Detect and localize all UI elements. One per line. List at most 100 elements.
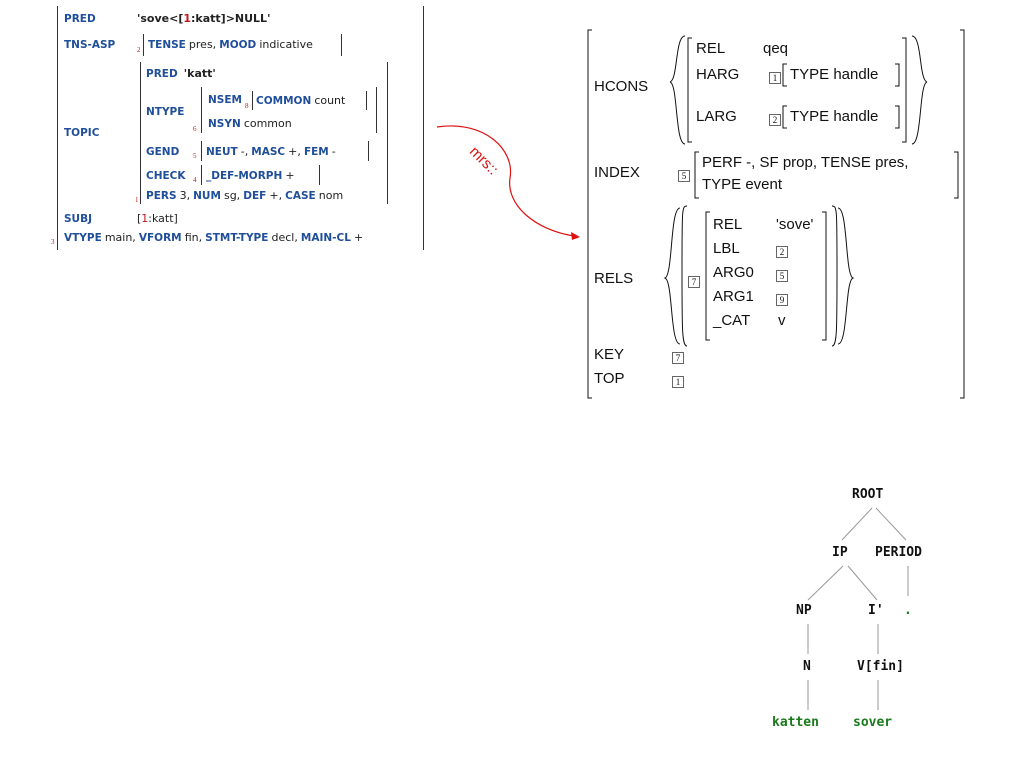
gend-left-bracket: [201, 141, 202, 161]
rels-box: 7: [688, 276, 700, 288]
rels-rel-attr: REL: [713, 216, 743, 233]
neut-val: -,: [240, 145, 249, 158]
tree-leaf-sover: sover: [853, 715, 893, 730]
subj-b: :katt]: [148, 212, 178, 225]
nsem-row: NSEM: [208, 94, 242, 106]
def-val: +,: [269, 189, 283, 202]
topic-attr-wrap: TOPIC: [64, 127, 99, 139]
common-right-bracket: [366, 91, 367, 110]
vform-val: fin,: [184, 231, 203, 244]
tree-leaf-katten: katten: [772, 715, 819, 730]
index-box-wrap: 5: [678, 166, 690, 183]
rels-box-wrap: 7: [688, 272, 700, 289]
cat-attr: _CAT: [713, 312, 751, 329]
harg-attr: HARG: [696, 66, 740, 83]
nsem-tag: 8: [245, 102, 249, 110]
stmt-attr: STMT-TYPE: [205, 232, 269, 244]
topic-right-bracket: [387, 62, 388, 204]
ntype-attr-wrap: NTYPE: [146, 106, 184, 118]
tense-val: pres,: [188, 38, 217, 51]
pred-row: PRED: [64, 13, 96, 25]
num-attr: NUM: [193, 190, 221, 202]
index-line1: PERF -, SF prop, TENSE pres,: [702, 154, 909, 171]
key-label: KEY: [594, 346, 625, 363]
check-value: _DEF-MORPH +: [206, 169, 295, 182]
tree-node-np: NP: [796, 603, 812, 618]
larg-type: TYPE handle: [790, 108, 879, 125]
pers-tag: 1: [135, 196, 139, 204]
pred-value-b: :katt]>NULL': [191, 12, 271, 25]
nsyn-row: NSYN common: [208, 117, 292, 130]
gend-attr: GEND: [146, 146, 180, 158]
check-tag: 4: [193, 176, 197, 184]
tnsasp-right-bracket: [341, 34, 342, 56]
common-left-bracket: [252, 91, 253, 110]
gend-attr-wrap: GEND: [146, 146, 179, 158]
stmt-val: decl,: [271, 231, 298, 244]
tense-attr: TENSE: [148, 39, 186, 51]
masc-val: +,: [288, 145, 301, 158]
cat-val: v: [778, 312, 786, 329]
key-box: 7: [672, 352, 684, 364]
ntype-attr: NTYPE: [146, 106, 185, 118]
lbl-box-wrap: 2: [776, 242, 788, 259]
ntype-right-bracket: [376, 87, 377, 133]
vtype-attr: VTYPE: [64, 232, 102, 244]
neut-attr: NEUT: [206, 146, 238, 158]
gend-tag: 5: [193, 152, 197, 160]
larg-attr: LARG: [696, 108, 737, 125]
subj-attr-wrap: SUBJ: [64, 213, 92, 225]
harg-box-wrap: 1: [769, 68, 781, 85]
hcons-rel-attr: REL: [696, 40, 726, 57]
check-left-bracket: [201, 165, 202, 185]
check-attr-wrap: CHECK: [146, 170, 186, 182]
harg-type: TYPE handle: [790, 66, 879, 83]
pred-value: 'sove<[1:katt]>NULL': [137, 12, 270, 25]
arg0-box-wrap: 5: [776, 266, 788, 283]
arg0-box: 5: [776, 270, 788, 282]
mrs-arrow-head: [571, 232, 580, 240]
arg1-box-wrap: 9: [776, 290, 788, 307]
pred-value-idx: 1: [183, 12, 192, 25]
tree-node-ip: IP: [832, 545, 848, 560]
pred-attr: PRED: [64, 13, 96, 25]
vform-attr: VFORM: [138, 232, 182, 244]
tree-node-n: N: [803, 659, 811, 674]
lbl-attr: LBL: [713, 240, 740, 257]
top-box-wrap: 1: [672, 372, 684, 389]
fem-attr: FEM: [303, 146, 329, 158]
mrs-arrow-curve: [436, 125, 575, 237]
arg1-box: 9: [776, 294, 788, 306]
pred-value-a: 'sove<[: [137, 12, 184, 25]
hcons-label: HCONS: [594, 78, 649, 95]
topic-pred-val: 'katt': [183, 67, 216, 80]
vtype-val: main,: [104, 231, 136, 244]
case-attr: CASE: [285, 190, 316, 202]
defmorph-attr: _DEF-MORPH: [206, 170, 283, 182]
pers-val: 3,: [179, 189, 191, 202]
fstructure-outer-tag: 3: [51, 238, 55, 246]
rels-label: RELS: [594, 270, 634, 287]
topic-pred-attr: PRED: [146, 68, 178, 80]
hcons-rel-val: qeq: [763, 40, 789, 57]
gend-value: NEUT -, MASC +, FEM -: [206, 145, 336, 158]
fstructure-left-bracket: [57, 6, 58, 250]
key-box-wrap: 7: [672, 348, 684, 365]
masc-attr: MASC: [251, 146, 286, 158]
tnsasp-attr: TNS-ASP: [64, 39, 116, 51]
mood-val: indicative: [259, 38, 313, 51]
nsyn-attr: NSYN: [208, 118, 241, 130]
pers-row: PERS 3, NUM sg, DEF +, CASE nom: [146, 189, 343, 202]
vtype-row: VTYPE main, VFORM fin, STMT-TYPE decl, M…: [64, 231, 363, 244]
arg1-attr: ARG1: [713, 288, 754, 305]
index-line2: TYPE event: [702, 176, 783, 193]
nsem-attr: NSEM: [208, 94, 242, 106]
check-right-bracket: [319, 165, 320, 185]
common-attr: COMMON: [256, 95, 312, 107]
fstructure-right-bracket: [423, 6, 424, 250]
tree-node-vfin: V[fin]: [857, 659, 904, 674]
top-box: 1: [672, 376, 684, 388]
arg0-attr: ARG0: [713, 264, 754, 281]
tree-leaf-dot: .: [904, 603, 912, 618]
